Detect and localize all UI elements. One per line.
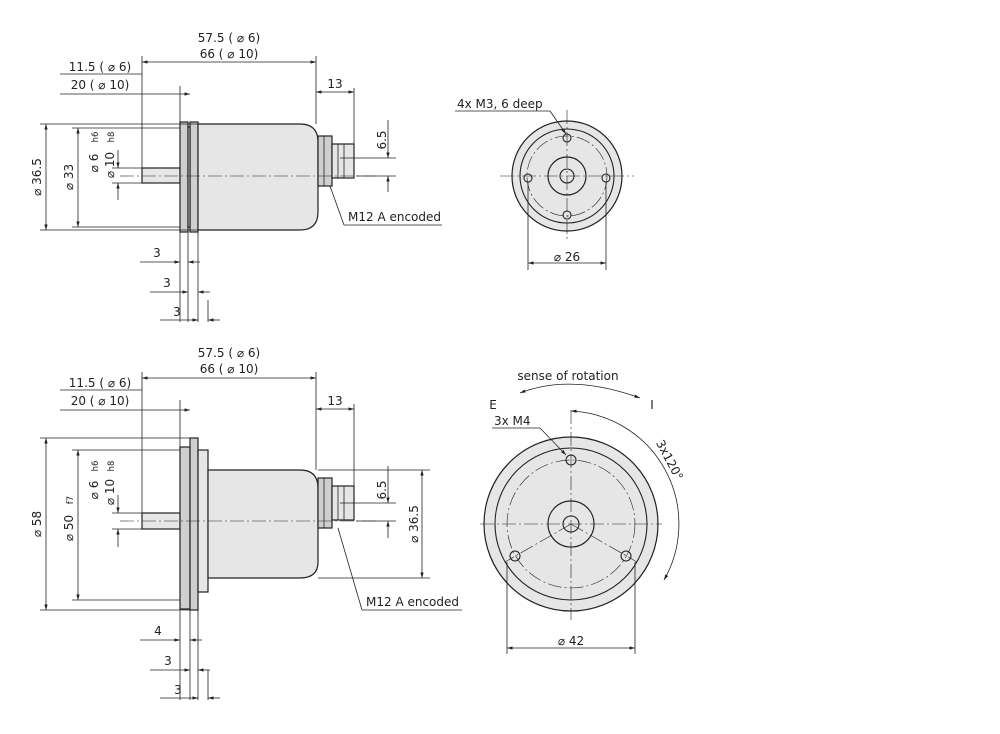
bottom-connector-label: M12 A encoded xyxy=(366,595,459,609)
bottom-hole xyxy=(509,550,521,562)
top-len-long: 66 ( ⌀ 10) xyxy=(200,47,259,61)
bottom-front-view: sense of rotation E I 3x M4 3x120° ⌀ 42 xyxy=(480,369,686,654)
top-dia-inner: ⌀ 33 xyxy=(62,164,76,190)
bottom-dia-outer: ⌀ 58 xyxy=(30,511,44,537)
top-conn-offset: 6.5 xyxy=(375,130,389,149)
top-flange-back xyxy=(189,121,199,233)
top-side-view: 57.5 ( ⌀ 6) 66 ( ⌀ 10) 11.5 ( ⌀ 6) 20 ( … xyxy=(30,31,442,322)
top-body xyxy=(197,123,319,231)
top-connector xyxy=(331,143,355,179)
bottom-shaft-d10: ⌀ 10 xyxy=(103,479,117,505)
bottom-len-short: 57.5 ( ⌀ 6) xyxy=(198,346,260,360)
dir-i: I xyxy=(650,398,654,412)
bottom-shaft-short: 11.5 ( ⌀ 6) xyxy=(69,376,131,390)
top-bolt-circle: ⌀ 26 xyxy=(554,250,580,264)
bottom-flange-back xyxy=(189,437,199,611)
top-connector-label: M12 A encoded xyxy=(348,210,441,224)
top-shaft-long: 20 ( ⌀ 10) xyxy=(71,78,130,92)
bottom-len-long: 66 ( ⌀ 10) xyxy=(200,362,259,376)
angle-label: 3x120° xyxy=(653,438,686,483)
bottom-shaft-d10-tol: h8 xyxy=(107,461,117,472)
bottom-shaft-d6-tol: h6 xyxy=(91,461,101,472)
bottom-flange-3: 3 xyxy=(174,683,182,697)
top-dia-outer: ⌀ 36.5 xyxy=(30,158,44,196)
bottom-flange-1: 4 xyxy=(154,624,162,638)
bottom-dia-inner: ⌀ 50 xyxy=(62,515,76,541)
top-shaft xyxy=(141,167,181,184)
bottom-flange-2: 3 xyxy=(164,654,172,668)
bottom-holes-label: 3x M4 xyxy=(494,414,531,428)
top-flange-1: 3 xyxy=(153,246,161,260)
top-shaft-d10-tol: h8 xyxy=(107,132,117,143)
rotation-label: sense of rotation xyxy=(517,369,618,383)
bottom-dia-inner-tol: f7 xyxy=(66,496,76,504)
top-connector-nut xyxy=(317,135,333,187)
bottom-shaft-long: 20 ( ⌀ 10) xyxy=(71,394,130,408)
top-shaft-d10: ⌀ 10 xyxy=(103,152,117,178)
top-flange-front xyxy=(179,121,189,233)
bottom-shaft-d6: ⌀ 6 xyxy=(87,481,101,500)
top-shaft-short: 11.5 ( ⌀ 6) xyxy=(69,60,131,74)
bottom-bolt-circle: ⌀ 42 xyxy=(558,634,584,648)
top-conn-len: 13 xyxy=(327,77,342,91)
top-front-view: 4x M3, 6 deep ⌀ 26 xyxy=(455,97,634,270)
bottom-body xyxy=(207,469,319,579)
top-shaft-d6-tol: h6 xyxy=(91,132,101,143)
bottom-flange-front xyxy=(179,446,191,610)
bottom-body-dia: ⌀ 36.5 xyxy=(407,505,421,543)
dir-e: E xyxy=(489,398,497,412)
top-hole xyxy=(562,133,572,143)
bottom-conn-offset: 6.5 xyxy=(375,480,389,499)
top-flange-3: 3 xyxy=(173,305,181,319)
top-shaft-d6: ⌀ 6 xyxy=(87,154,101,173)
top-hole xyxy=(562,210,572,220)
bottom-conn-len: 13 xyxy=(327,394,342,408)
bottom-connector-nut xyxy=(317,477,333,529)
top-holes-label: 4x M3, 6 deep xyxy=(457,97,543,111)
top-flange-2: 3 xyxy=(163,276,171,290)
bottom-side-view: 57.5 ( ⌀ 6) 66 ( ⌀ 10) 11.5 ( ⌀ 6) 20 ( … xyxy=(30,346,462,700)
top-len-short: 57.5 ( ⌀ 6) xyxy=(198,31,260,45)
